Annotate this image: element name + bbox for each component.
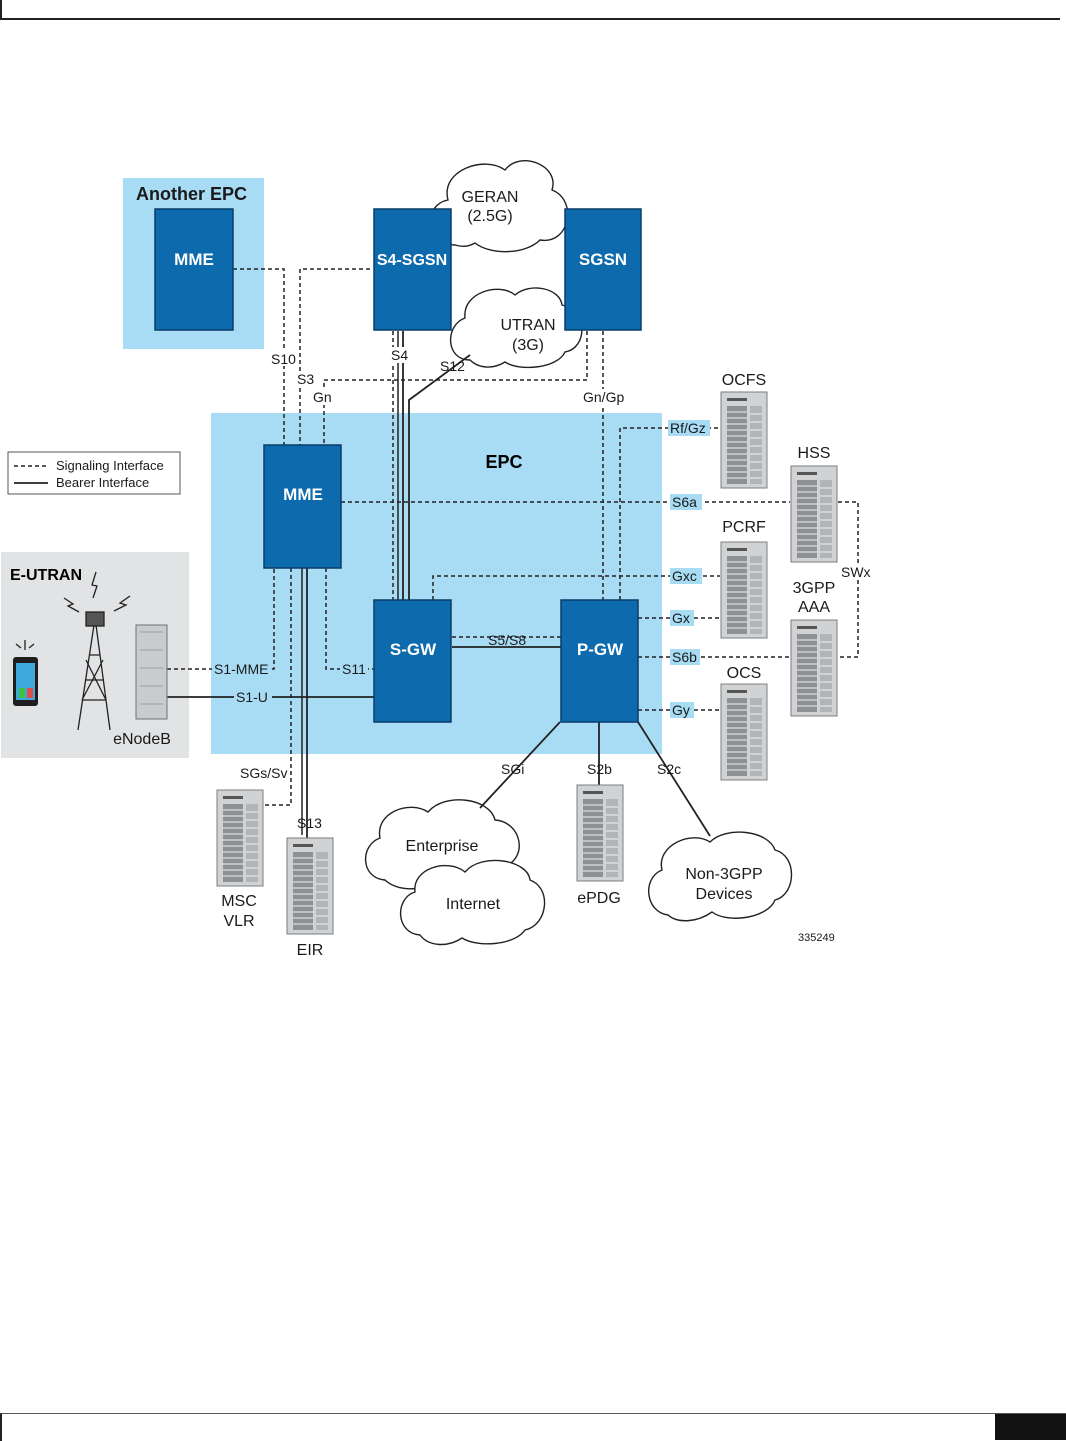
iface-sgi: SGi <box>501 761 524 777</box>
ocs-server-icon <box>720 683 768 781</box>
non3gpp-label: Non-3GPP <box>685 866 762 883</box>
pcrf-label: PCRF <box>722 519 766 536</box>
iface-gx: Gx <box>672 610 690 626</box>
iface-swx: SWx <box>841 564 871 580</box>
aaa-server-icon <box>790 619 838 717</box>
iface-s10: S10 <box>271 351 296 367</box>
figure-id: 335249 <box>798 932 835 944</box>
iface-rfgz: Rf/Gz <box>670 420 706 436</box>
interface-labels: S10 S3 Gn S4 S12 Gn/Gp Rf/Gz S6a Gxc Gx … <box>212 347 872 831</box>
sgsn-node <box>564 208 642 331</box>
iface-s6b: S6b <box>672 649 697 665</box>
mme-node <box>263 444 342 569</box>
sgw-node <box>373 599 452 723</box>
mme-label: MME <box>283 485 323 504</box>
hss-server-icon <box>790 465 838 563</box>
geran-label: GERAN <box>462 189 519 206</box>
legend <box>7 451 181 495</box>
legend-signaling-label: Signaling Interface <box>56 458 164 473</box>
internet-label: Internet <box>446 896 501 913</box>
bearer-lines <box>167 331 711 840</box>
iface-s1mme: S1-MME <box>214 661 268 677</box>
geran-sub-label: (2.5G) <box>467 208 512 225</box>
page-header-rule <box>0 0 1060 20</box>
page-number-block <box>995 1414 1066 1440</box>
mme-other-node <box>154 208 234 331</box>
non3gpp-cloud <box>648 831 793 922</box>
vlr-label: VLR <box>223 913 254 930</box>
utran-sub-label: (3G) <box>512 337 544 354</box>
iface-gy: Gy <box>672 702 690 718</box>
eutran-title: E-UTRAN <box>10 567 82 584</box>
eir-server-icon <box>286 837 334 935</box>
ocfs-server-icon <box>720 391 768 489</box>
pgw-node <box>560 599 639 723</box>
legend-bearer-label: Bearer Interface <box>56 475 149 490</box>
iface-s13: S13 <box>297 815 322 831</box>
enodeb-icon <box>135 624 168 720</box>
aaa-label: 3GPP <box>793 580 836 597</box>
another-epc-title: Another EPC <box>136 184 247 204</box>
iface-s11: S11 <box>342 661 366 677</box>
iface-s6a: S6a <box>672 494 697 510</box>
mme-other-label: MME <box>174 250 214 269</box>
enodeb-label: eNodeB <box>113 731 171 748</box>
antenna-tower-icon <box>63 571 131 731</box>
iface-s1u: S1-U <box>236 689 268 705</box>
internet-cloud <box>399 859 546 946</box>
msc-label: MSC <box>221 893 257 910</box>
iface-s2c: S2c <box>657 761 681 777</box>
epc-architecture-diagram: Another EPC MME S4-SGSN SGSN MME S-GW P-… <box>1 160 872 959</box>
s4sgsn-node <box>373 208 452 331</box>
signaling-lines <box>167 268 859 806</box>
enterprise-label: Enterprise <box>406 838 479 855</box>
bearer-accent <box>301 331 399 835</box>
aaa-sub-label: AAA <box>798 599 830 616</box>
page-footer-rule <box>0 1413 1066 1441</box>
devices-label: Devices <box>696 886 753 903</box>
iface-s4: S4 <box>391 347 408 363</box>
geran-cloud <box>429 160 569 253</box>
iface-gn: Gn <box>313 389 332 405</box>
mobile-phone-icon <box>13 640 38 706</box>
iface-sgssv: SGs/Sv <box>240 765 287 781</box>
iface-s12: S12 <box>440 358 465 374</box>
ocs-label: OCS <box>727 665 762 682</box>
s4sgsn-label: S4-SGSN <box>377 252 447 269</box>
iface-s5s8: S5/S8 <box>488 632 526 648</box>
utran-cloud <box>449 287 583 369</box>
sgw-label: S-GW <box>390 640 437 659</box>
iface-s3: S3 <box>297 371 314 387</box>
pcrf-server-icon <box>720 541 768 639</box>
utran-label: UTRAN <box>500 317 555 334</box>
epdg-label: ePDG <box>577 890 621 907</box>
msc-server-icon <box>216 789 264 887</box>
eir-label: EIR <box>297 942 324 959</box>
sgsn-label: SGSN <box>579 250 627 269</box>
pgw-label: P-GW <box>577 640 624 659</box>
epc-title: EPC <box>485 452 522 472</box>
hss-label: HSS <box>798 445 831 462</box>
ocfs-label: OCFS <box>722 372 766 389</box>
iface-gngp: Gn/Gp <box>583 389 624 405</box>
iface-s2b: S2b <box>587 761 612 777</box>
epdg-server-icon <box>576 784 624 882</box>
iface-gxc: Gxc <box>672 568 697 584</box>
